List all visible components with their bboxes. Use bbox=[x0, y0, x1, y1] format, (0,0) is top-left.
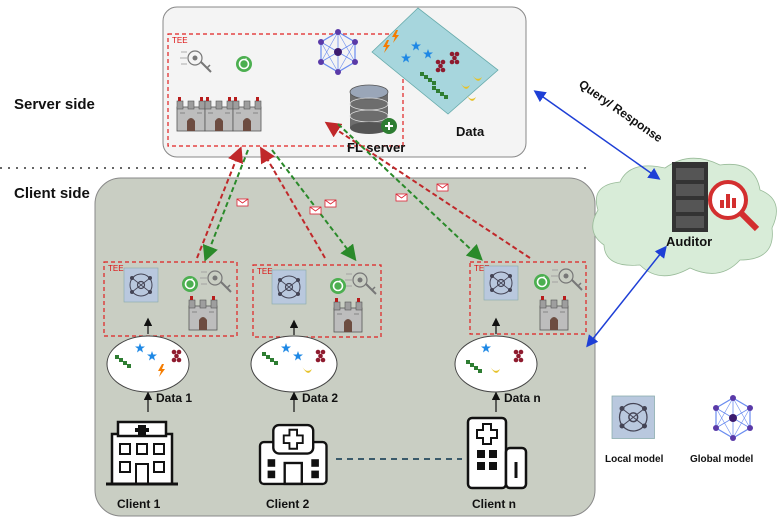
server-tee-box bbox=[167, 33, 404, 147]
client-name: Client 2 bbox=[266, 497, 310, 511]
legend-local-model: Local model bbox=[605, 454, 664, 465]
client-name: Client n bbox=[472, 497, 516, 511]
client-n: TEE Data n Client n bbox=[454, 261, 587, 511]
legend-global-model: Global model bbox=[690, 454, 754, 465]
client-1: TEE Data 1 Client 1 bbox=[103, 261, 238, 511]
hospital-icon bbox=[466, 416, 528, 490]
client-tee-label: TEE bbox=[474, 264, 490, 273]
server-side-label: Server side bbox=[14, 96, 95, 113]
client-tee-label: TEE bbox=[257, 267, 273, 276]
server-tee-label: TEE bbox=[172, 36, 188, 45]
sync-icon bbox=[329, 277, 347, 295]
client-tee-box bbox=[103, 261, 238, 337]
sync-icon bbox=[533, 273, 551, 291]
auditor-client-link bbox=[586, 245, 667, 348]
castle-icon bbox=[232, 96, 262, 132]
client-2: TEE Data 2 Client 2 bbox=[250, 264, 382, 511]
castle-icon bbox=[539, 295, 569, 331]
query-response-link bbox=[533, 90, 661, 180]
data-board-icon bbox=[371, 7, 499, 115]
sync-icon bbox=[235, 55, 253, 73]
client-data-label: Data 2 bbox=[302, 391, 338, 405]
local-model-icon bbox=[123, 267, 159, 303]
client-data-label: Data 1 bbox=[156, 391, 192, 405]
castle-icon bbox=[333, 297, 363, 333]
local-model-icon bbox=[271, 269, 307, 305]
hospital-icon bbox=[104, 420, 180, 486]
update-arrows bbox=[196, 121, 531, 262]
data-label: Data bbox=[456, 124, 485, 139]
database-icon bbox=[349, 84, 397, 134]
data-ellipse bbox=[250, 335, 338, 393]
fl-server-label: FL server bbox=[347, 140, 405, 155]
client-name: Client 1 bbox=[117, 497, 161, 511]
client-data-label: Data n bbox=[504, 391, 541, 405]
auditor-server-icon bbox=[672, 162, 708, 232]
client-tee-label: TEE bbox=[108, 264, 124, 273]
legend: Local model Global model bbox=[605, 394, 754, 465]
magnifier-chart-icon bbox=[708, 180, 760, 232]
castle-icon bbox=[204, 96, 234, 132]
client-tee-box bbox=[252, 264, 382, 338]
global-model-icon bbox=[712, 394, 754, 442]
sync-icon bbox=[181, 275, 199, 293]
client-side-label: Client side bbox=[14, 185, 90, 202]
data-ellipse bbox=[106, 335, 190, 393]
castle-icon bbox=[176, 96, 206, 132]
hospital-icon bbox=[258, 423, 328, 486]
auditor-label: Auditor bbox=[666, 234, 712, 249]
query-response-label: Query/ Response bbox=[576, 77, 665, 145]
local-model-icon bbox=[483, 265, 519, 301]
castle-icon bbox=[188, 295, 218, 331]
client-tee-box bbox=[469, 261, 587, 335]
